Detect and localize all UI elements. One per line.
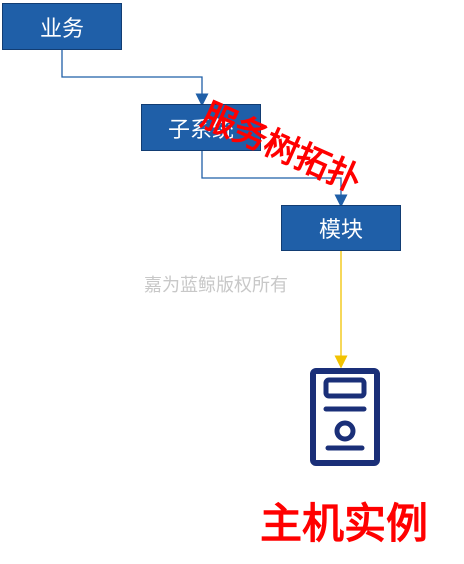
connector-business-subsystem (61, 50, 209, 107)
module-node: 模块 (281, 205, 401, 251)
business-node: 业务 (2, 3, 122, 50)
watermark-text: 嘉为蓝鲸版权所有 (144, 275, 288, 296)
module-label: 模块 (318, 218, 363, 243)
subsystem-node: 子系统 (141, 104, 261, 151)
subsystem-label: 子系统 (167, 117, 234, 143)
server-icon (310, 368, 380, 466)
instance-title: 主机实例 (260, 499, 429, 548)
business-label: 业务 (39, 16, 84, 42)
connector-subsystem-module (201, 151, 348, 208)
